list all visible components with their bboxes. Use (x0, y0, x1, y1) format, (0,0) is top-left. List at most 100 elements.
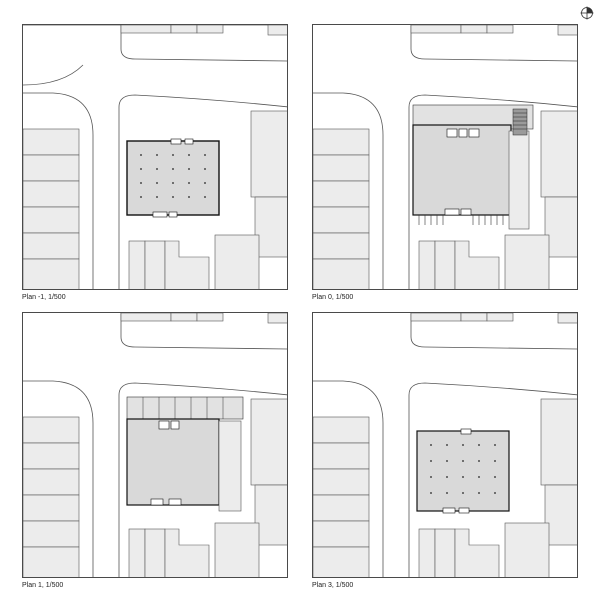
neighbour-building (410, 25, 462, 34)
neighbour-building (23, 468, 80, 496)
block-outline (408, 382, 577, 577)
neighbour-building (214, 522, 260, 577)
neighbour-building (144, 240, 166, 289)
neighbour-building (254, 196, 287, 258)
site-plan-level-0 (312, 24, 578, 290)
neighbour-building (196, 313, 224, 322)
neighbour-building (486, 25, 514, 34)
main-building (126, 140, 220, 216)
neighbour-building (313, 180, 370, 208)
neighbour-building (410, 313, 462, 322)
neighbour-building (267, 313, 287, 324)
side-wing (508, 130, 530, 230)
neighbour-building (250, 398, 287, 486)
neighbour-building (23, 442, 80, 470)
neighbour-building (164, 240, 210, 289)
site-drawing (313, 313, 577, 577)
neighbour-building (418, 528, 436, 577)
neighbour-building (544, 484, 577, 546)
stair-core (184, 138, 194, 145)
stair-core (468, 128, 480, 138)
neighbour-building (170, 25, 198, 34)
block-outline (118, 382, 287, 577)
neighbour-building (214, 234, 260, 289)
block-outline (23, 380, 94, 577)
stair-core (442, 507, 456, 514)
site-drawing (313, 25, 577, 289)
neighbour-building (144, 528, 166, 577)
neighbour-building (313, 206, 370, 234)
neighbour-building (544, 196, 577, 258)
stair-core (150, 498, 164, 506)
neighbour-building (434, 240, 456, 289)
stair-core (458, 507, 470, 514)
block-outline (313, 92, 384, 289)
neighbour-building (460, 313, 488, 322)
panel-caption: Plan 0, 1/500 (312, 294, 354, 301)
stair-core (460, 208, 472, 216)
neighbour-building (170, 313, 198, 322)
north-arrow-icon (580, 6, 594, 20)
block-outline (23, 92, 94, 289)
neighbour-building (313, 416, 370, 444)
stair-core (158, 420, 170, 430)
neighbour-building (267, 25, 287, 36)
stair-core (446, 128, 458, 138)
neighbour-building (23, 180, 80, 208)
panel-caption: Plan 1, 1/500 (22, 582, 64, 589)
stair-core (168, 498, 182, 506)
office-strip (126, 396, 244, 420)
panel-caption: Plan 3, 1/500 (312, 582, 354, 589)
neighbour-building (418, 240, 436, 289)
neighbour-building (540, 110, 577, 198)
neighbour-building (434, 528, 456, 577)
stair-core (460, 428, 472, 435)
neighbour-building (23, 546, 80, 577)
block-outline (313, 380, 384, 577)
neighbour-building (504, 234, 550, 289)
stair-core (170, 138, 182, 145)
ramp-stairs (512, 108, 528, 136)
neighbour-building (313, 468, 370, 496)
neighbour-building (313, 494, 370, 522)
neighbour-building (250, 110, 287, 198)
neighbour-building (313, 546, 370, 577)
stair-core (458, 128, 468, 138)
neighbour-building (313, 520, 370, 548)
stair-core (152, 211, 168, 218)
site-drawing (23, 313, 287, 577)
neighbour-building (557, 25, 577, 36)
neighbour-building (313, 442, 370, 470)
side-wing (218, 420, 242, 512)
neighbour-building (313, 154, 370, 182)
neighbour-building (23, 520, 80, 548)
neighbour-building (23, 128, 80, 156)
stair-core (170, 420, 180, 430)
neighbour-building (313, 128, 370, 156)
neighbour-building (128, 240, 146, 289)
neighbour-building (313, 232, 370, 260)
neighbour-building (23, 154, 80, 182)
neighbour-building (23, 416, 80, 444)
neighbour-building (128, 528, 146, 577)
neighbour-building (557, 313, 577, 324)
block-outline (410, 25, 577, 62)
neighbour-building (460, 25, 488, 34)
site-drawing (23, 25, 287, 289)
street-outline (23, 64, 84, 86)
block-outline (408, 94, 577, 289)
neighbour-building (120, 313, 172, 322)
panel-caption: Plan -1, 1/500 (22, 294, 66, 301)
neighbour-building (23, 494, 80, 522)
neighbour-building (23, 206, 80, 234)
neighbour-building (504, 522, 550, 577)
neighbour-building (164, 528, 210, 577)
main-building (416, 430, 510, 512)
main-building (126, 418, 220, 506)
stair-core (168, 211, 178, 218)
neighbour-building (23, 232, 80, 260)
neighbour-building (454, 528, 500, 577)
neighbour-building (23, 258, 80, 289)
neighbour-building (486, 313, 514, 322)
block-outline (120, 25, 287, 62)
